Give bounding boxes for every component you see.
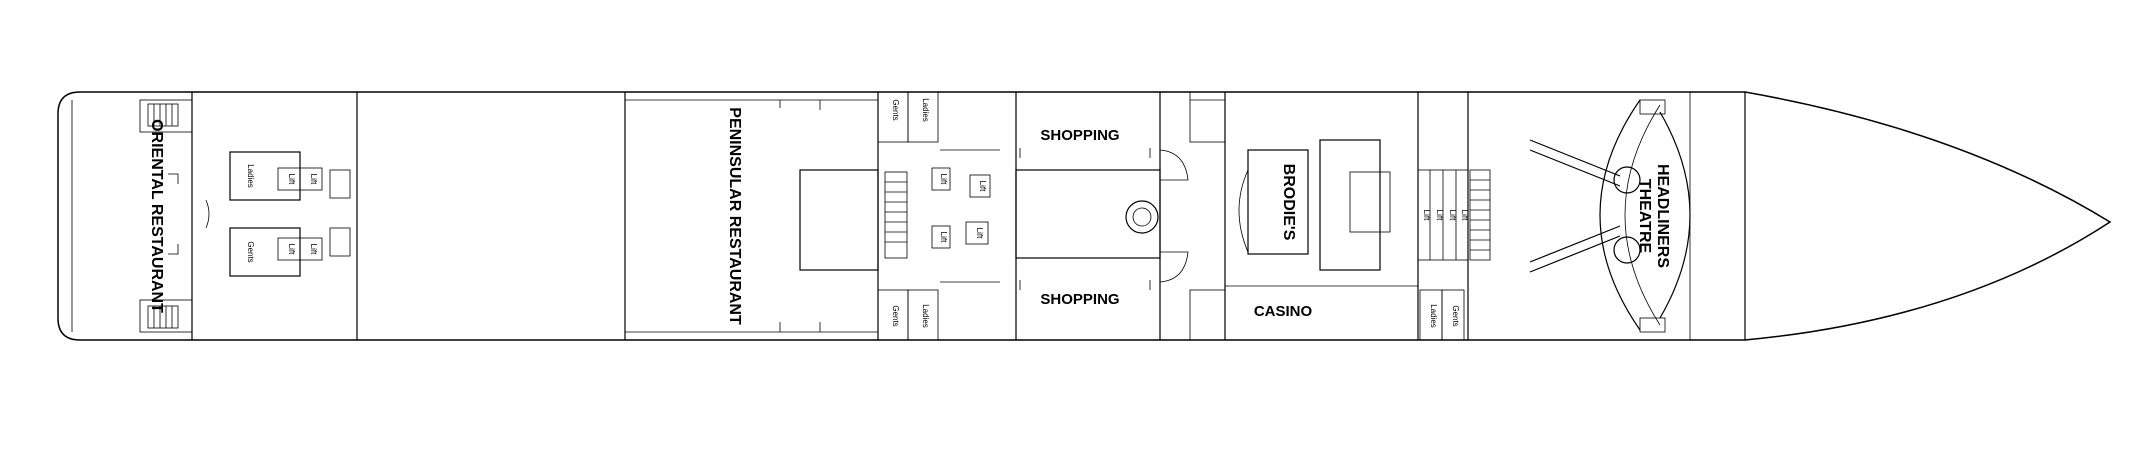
lift-label-oriental-1: Lift [287,174,296,185]
lift-label-oriental-4: Lift [309,244,318,255]
gents-label-aft-top: Gents [891,99,900,120]
shopping-bottom-label: SHOPPING [1040,291,1119,308]
stairs [147,103,1491,329]
ladies-label-aft-top: Ladies [921,98,930,122]
oriental-restaurant-label: ORIENTAL RESTAURANT [148,119,165,313]
lift-label-aft-3: Lift [978,181,987,192]
headliners-theatre-label-line2: THEATRE [1636,179,1653,254]
lift-label-fwd-3: Lift [1448,210,1457,221]
lift-label-fwd-1: Lift [1422,210,1431,221]
lift-label-aft-4: Lift [975,228,984,239]
lift-label-oriental-3: Lift [287,244,296,255]
lift-label-fwd-4: Lift [1460,210,1469,221]
ladies-label-oriental: Ladies [246,164,255,188]
shopping-area [1015,148,1189,290]
hull-outline [57,91,2112,341]
theatre-area [1529,99,1691,333]
brodies-casino-area [1189,91,1418,341]
gents-label-oriental: Gents [246,241,255,262]
casino-label: CASINO [1254,303,1313,320]
lift-label-aft-2: Lift [939,232,948,243]
shopping-top-label: SHOPPING [1040,127,1119,144]
headliners-theatre-label-line1: HEADLINERS [1654,164,1671,268]
aft-service-core [877,91,1000,341]
lift-label-oriental-2: Lift [309,174,318,185]
lift-label-fwd-2: Lift [1435,210,1444,221]
forward-service-core [1417,169,1469,341]
brodies-label: BRODIE'S [1280,164,1297,241]
peninsular-restaurant-label: PENINSULAR RESTAURANT [726,107,743,325]
oriental-restaurant-area [139,99,351,333]
ladies-label-aft-bottom: Ladies [921,304,930,328]
peninsular-restaurant-area [779,100,879,332]
gents-label-fwd: Gents [1451,305,1460,326]
ladies-label-fwd: Ladies [1429,304,1438,328]
lift-label-aft-1: Lift [939,174,948,185]
gents-label-aft-bottom: Gents [891,305,900,326]
